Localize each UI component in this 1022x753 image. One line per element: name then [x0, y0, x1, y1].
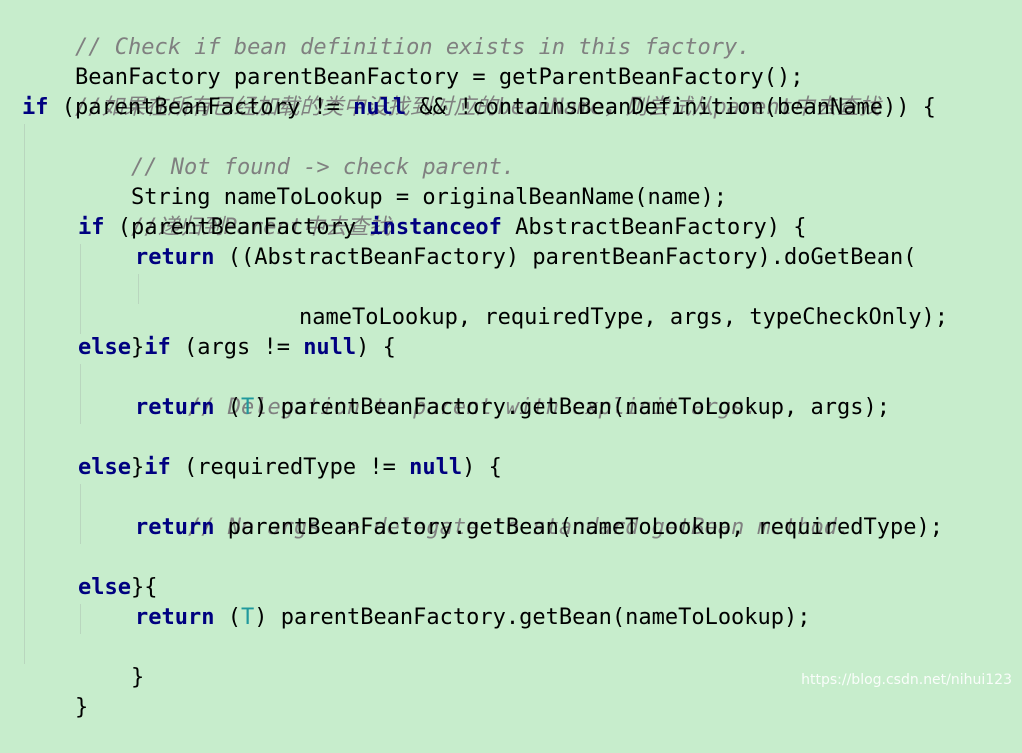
- indent-guide: [80, 364, 81, 424]
- code-line-16: else if (requiredType != null) {: [78, 453, 502, 483]
- keyword-else: else: [78, 335, 131, 360]
- type-parameter: T: [240, 605, 255, 630]
- code-text: && !containsBeanDefinition(beanName)) {: [406, 95, 936, 120]
- code-text: ) parentBeanFactory.getBean(nameToLookup…: [254, 395, 890, 420]
- keyword-null: null: [409, 455, 463, 480]
- keyword-if: if: [144, 455, 171, 480]
- code-text: }: [130, 455, 145, 480]
- code-text: (parentBeanFactory !=: [48, 95, 354, 120]
- code-line-11: }: [78, 303, 144, 360]
- code-line-9: return ((AbstractBeanFactory) parentBean…: [135, 243, 916, 273]
- keyword-else: else: [78, 455, 131, 480]
- watermark: https://blog.csdn.net/nihui123: [801, 672, 1012, 688]
- code-text: parentBeanFactory.getBean(nameToLookup, …: [214, 515, 943, 540]
- code-text: {: [130, 575, 158, 600]
- code-text: nameToLookup, requiredType, args, typeCh…: [298, 305, 948, 330]
- code-text: AbstractBeanFactory) {: [501, 215, 807, 240]
- code-text: }: [130, 665, 145, 690]
- code-text: (: [214, 395, 241, 420]
- code-line-17: // No args -> delegate to standard getBe…: [135, 483, 850, 540]
- code-line-10: nameToLookup, requiredType, args, typeCh…: [246, 273, 948, 330]
- indent-guide: [80, 484, 81, 544]
- code-line-2: BeanFactory parentBeanFactory = getParen…: [22, 33, 803, 90]
- code-comment: // Delegation to parent with explicit ar…: [187, 395, 758, 420]
- code-line-12: else if (args != null) {: [78, 333, 396, 363]
- keyword-return: return: [135, 395, 215, 420]
- code-text: BeanFactory parentBeanFactory = getParen…: [74, 65, 804, 90]
- code-text: (requiredType !=: [170, 455, 410, 480]
- code-text: }: [130, 575, 145, 600]
- keyword-return: return: [135, 515, 215, 540]
- keyword-if: if: [144, 335, 171, 360]
- code-line-8: if (parentBeanFactory instanceof Abstrac…: [78, 213, 807, 243]
- keyword-else: else: [78, 575, 131, 600]
- code-line-4: if (parentBeanFactory != null && !contai…: [22, 93, 936, 123]
- code-comment: // Check if bean definition exists in th…: [74, 35, 751, 60]
- keyword-if: if: [22, 95, 49, 120]
- code-text: String nameToLookup = originalBeanName(n…: [130, 185, 728, 210]
- code-text: ) {: [462, 455, 502, 480]
- keyword-instanceof: instanceof: [369, 215, 502, 240]
- code-line-13: // Delegation to parent with explicit ar…: [135, 363, 758, 420]
- keyword-if: if: [78, 215, 105, 240]
- code-line-20: else {: [78, 573, 157, 603]
- code-line-14: return (T) parentBeanFactory.getBean(nam…: [135, 393, 890, 423]
- indent-guide: [24, 124, 25, 664]
- keyword-null: null: [303, 335, 357, 360]
- keyword-return: return: [135, 605, 215, 630]
- code-line-21: return (T) parentBeanFactory.getBean(nam…: [135, 603, 811, 633]
- code-text: }: [74, 695, 89, 720]
- code-text: (args !=: [170, 335, 304, 360]
- code-text: ) {: [356, 335, 396, 360]
- code-line-6: String nameToLookup = originalBeanName(n…: [78, 153, 727, 210]
- code-text: ) parentBeanFactory.getBean(nameToLookup…: [254, 605, 811, 630]
- code-line-15: }: [78, 423, 144, 480]
- code-editor[interactable]: // Check if bean definition exists in th…: [0, 0, 1022, 720]
- code-text: (: [214, 605, 241, 630]
- code-comment: //如果在所有已经加载的类中没找到对应的beanName，则尝试从parent中…: [74, 95, 881, 120]
- indent-guide: [138, 274, 139, 304]
- indent-guide: [80, 244, 81, 334]
- code-line-19: }: [78, 543, 144, 600]
- code-text: (parentBeanFactory: [104, 215, 370, 240]
- code-comment: //递归到Parent中去查找: [130, 215, 391, 240]
- type-parameter: T: [240, 395, 255, 420]
- code-text: }: [130, 335, 145, 360]
- code-line-22: }: [78, 633, 144, 690]
- keyword-null: null: [353, 95, 407, 120]
- code-line-5: // Not found -> check parent.: [78, 123, 515, 180]
- code-text: ((AbstractBeanFactory) parentBeanFactory…: [214, 245, 917, 270]
- code-line-1: // Check if bean definition exists in th…: [22, 3, 751, 60]
- code-comment: // Not found -> check parent.: [130, 155, 516, 180]
- code-line-7: //递归到Parent中去查找: [78, 183, 391, 240]
- code-comment: // No args -> delegate to standard getBe…: [187, 515, 851, 540]
- code-line-18: return parentBeanFactory.getBean(nameToL…: [135, 513, 943, 543]
- code-line-3: //如果在所有已经加载的类中没找到对应的beanName，则尝试从parent中…: [22, 63, 881, 120]
- code-line-23: }: [22, 663, 88, 720]
- keyword-return: return: [135, 245, 215, 270]
- indent-guide: [80, 604, 81, 634]
